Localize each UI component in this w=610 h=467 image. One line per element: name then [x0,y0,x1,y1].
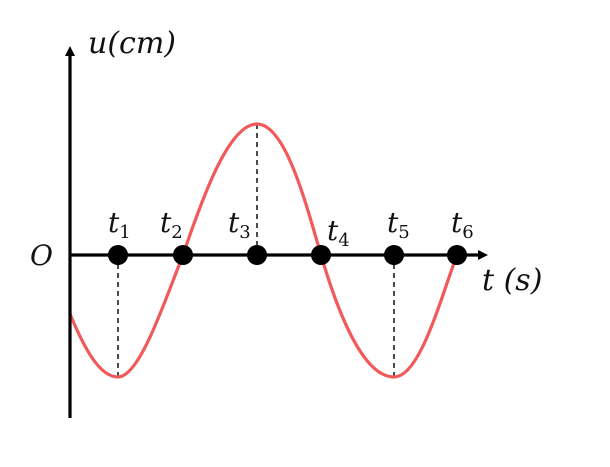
point-t2 [173,245,193,265]
guide-lines [117,124,395,377]
x-axis-label: t (s) [482,263,542,298]
point-t6 [447,245,467,265]
time-points [108,245,467,265]
point-label-t5: t5 [387,206,410,243]
point-label-t1: t1 [108,206,131,243]
y-axis-label: u(cm) [88,26,176,61]
point-label-t4: t4 [327,214,350,251]
origin-label: O [30,239,53,272]
point-t1 [108,245,128,265]
point-t5 [384,245,404,265]
point-t3 [247,245,267,265]
point-t4 [311,245,331,265]
point-label-t6: t6 [451,206,474,243]
point-label-t3: t3 [228,206,251,243]
displacement-curve [68,122,459,379]
point-labels: t1 t2 t3 t4 t5 t6 [108,206,474,251]
point-label-t2: t2 [160,206,183,243]
